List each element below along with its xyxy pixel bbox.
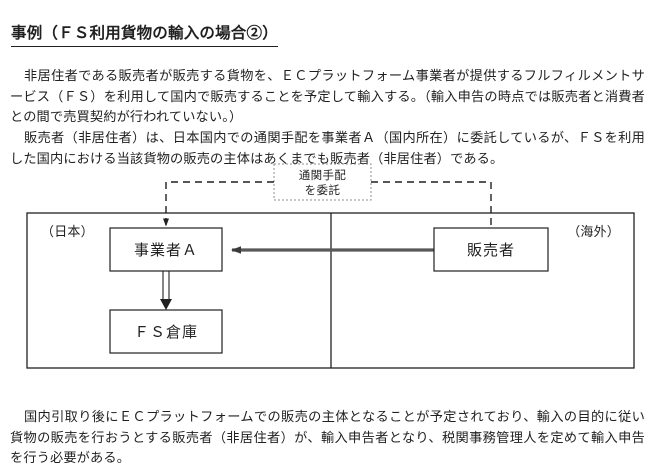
paragraph-3: 国内引取り後にＥＣプラットフォームでの販売の主体となることが予定されており、輸入… <box>10 409 645 466</box>
dashed-connector-to-seller <box>371 181 492 228</box>
region-label-japan: （日本） <box>41 224 94 239</box>
flow-diagram: 通関手配 を委託 （日本） （海外） <box>0 160 653 375</box>
node-seller: 販売者 <box>433 227 549 272</box>
document-page: 事例（ＦＳ利用貨物の輸入の場合②） 非居住者である販売者が販売する貨物を、ＥＣプ… <box>0 23 653 465</box>
transfer-arrow-to-warehouse <box>160 271 172 310</box>
page-title: 事例（ＦＳ利用貨物の輸入の場合②） <box>11 23 278 48</box>
delegation-note-line2: を委託 <box>305 183 341 197</box>
node-fs-warehouse: ＦＳ倉庫 <box>109 309 223 354</box>
country-frame <box>26 212 635 369</box>
paragraph-1: 非居住者である販売者が販売する貨物を、ＥＣプラットフォーム事業者が提供するフルフ… <box>10 68 645 125</box>
node-fs-warehouse-label: ＦＳ倉庫 <box>134 324 198 341</box>
node-operator-a: 事業者Ａ <box>109 227 223 272</box>
region-label-overseas: （海外） <box>567 224 620 239</box>
delegation-note-box: 通関手配 を委託 <box>273 163 372 201</box>
delegation-note-line1: 通関手配 <box>299 168 347 182</box>
dashed-connector-to-operator-a <box>163 181 274 227</box>
node-seller-label: 販売者 <box>467 242 515 259</box>
node-operator-a-label: 事業者Ａ <box>134 242 198 259</box>
paragraph-2: 販売者（非居住者）は、日本国内での通関手配を事業者Ａ（国内所在）に委託しているが… <box>10 130 645 166</box>
